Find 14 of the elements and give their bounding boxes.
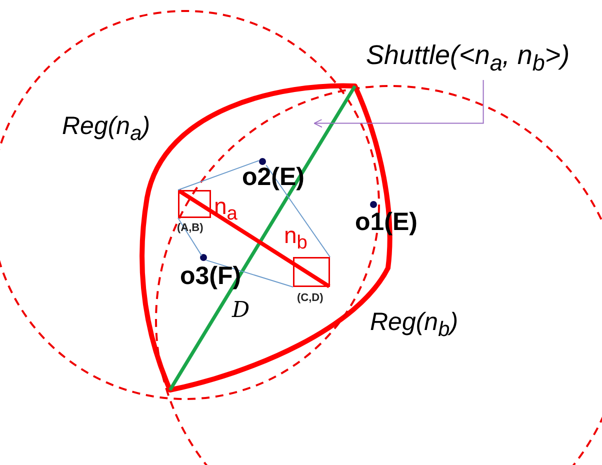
- point-marker: [199, 253, 208, 262]
- line-label: D: [232, 298, 250, 323]
- region-label: Shuttle(<n$_{a}$, n$_{b}$>): [366, 40, 570, 76]
- connector-line: [178, 160, 260, 190]
- arrow: [314, 80, 484, 128]
- node-label: n$_{a}$: [214, 193, 238, 226]
- connector-line: [178, 189, 330, 288]
- square-marker: [293, 257, 330, 287]
- point-marker: [369, 200, 378, 209]
- coordinate-label: (C,D): [297, 292, 324, 304]
- node-label: n$_{b}$: [284, 222, 308, 255]
- region-label: Reg(n$_{b}$): [370, 308, 458, 342]
- square-marker: [178, 190, 211, 218]
- region-label: Reg(n$_{a}$): [62, 112, 150, 146]
